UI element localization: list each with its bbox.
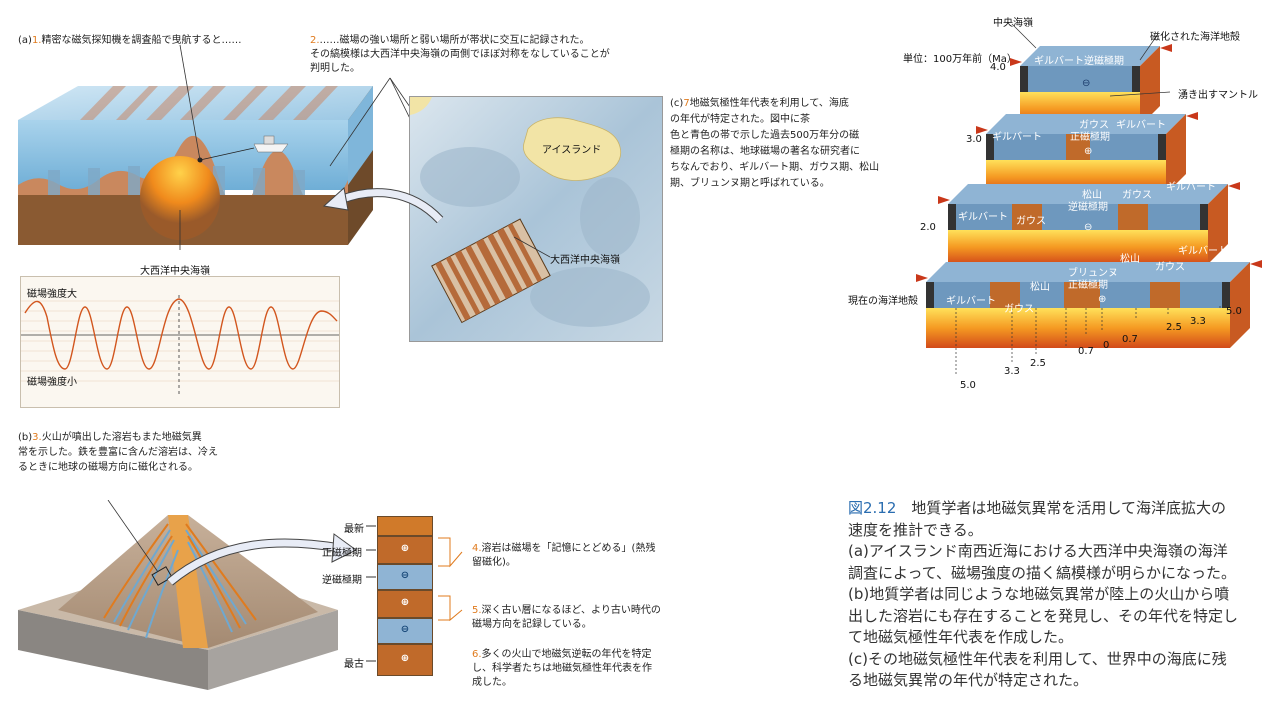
tick-25-left: 2.5 [1030,358,1046,369]
ridge-label-a: 大西洋中央海嶺 [140,266,210,277]
caption-line-1: 地質学者は地磁気異常を活用して海洋底拡大の [911,499,1226,517]
caption-line-7: て地磁気極性年代表を作成した。 [848,628,1074,646]
l2-normal: 正磁極期 [1070,132,1110,143]
legend-newest-label: 最新 [344,524,364,535]
l2-gilbert-left: ギルバート [992,132,1042,143]
step4-text: 4.溶岩は磁場を「記憶にとどめる」(熱残 留磁化)。 [472,543,656,568]
panel-b-text: (b)3.火山が噴出した溶岩もまた地磁気異 常を示した。鉄を豊富に含んだ溶岩は、… [18,432,218,473]
caption-line-8: (c)その地磁気極性年代表を利用して、世界中の海底に残 [848,649,1227,668]
legend-brackets [438,537,463,622]
legend-normal-label: 正磁極期 [322,548,362,559]
tick-25-right: 2.5 [1166,322,1182,333]
age-label-4: 4.0 [990,62,1006,73]
tick-5-left: 5.0 [960,380,976,391]
l4-gilbert-right: ギルバート [1178,246,1228,257]
legend-layer-newest [377,516,433,536]
step6-text: 6.多くの火山で地磁気逆転の年代を特定 し、科学者たちは地磁気極性年代表を作 成… [472,649,652,688]
legend-ticks [366,525,376,662]
l4-gauss-left: ガウス [1004,304,1034,315]
l4-brunhes: ブリュンヌ [1068,268,1118,279]
present-crust-label: 現在の海洋地殻 [848,296,918,307]
mantle-label: 湧き出すマントル [1178,90,1258,101]
panel-c-text: (c)7地磁気極性年代表を利用して、海底 の年代が特定された。図中に茶 色と青色… [670,98,880,189]
map-ridge-label: 大西洋中央海嶺 [550,255,620,266]
graph-top-label: 磁場強度大 [27,289,77,300]
legend-reverse-label: 逆磁極期 [322,575,362,586]
caption-line-6: 出した溶岩にも存在することを発見し、その年代を特定し [848,606,1239,625]
l3-minus: ⊖ [1084,222,1093,233]
ocean-block-diagram [18,86,373,250]
age-label-2: 2.0 [920,222,936,233]
step5-text: 5.深く古い層になるほど、より古い時代の 磁場方向を記録している。 [472,605,661,630]
caption-line-4: 調査によって、磁場強度の描く縞模様が明らかになった。 [848,563,1237,582]
legend-layer-normal-1: ⊕ [377,536,433,564]
tick-33-right: 3.3 [1190,316,1206,327]
arrow-volcano-to-legend [167,533,357,586]
tick-0: 0 [1103,340,1110,351]
l2-plus: ⊕ [1084,146,1093,157]
tick-33-left: 3.3 [1004,366,1020,377]
l1-minus: ⊖ [1082,78,1091,89]
step2-text: 2.……磁場の強い場所と弱い場所が帯状に交互に記録された。 その縞模様は大西洋中… [310,35,610,74]
l3-gilbert-right: ギルバート [1166,182,1216,193]
iceland-label: アイスランド [542,145,602,156]
legend-oldest-label: 最古 [344,659,364,670]
ridge-spreading-diagram [916,23,1262,376]
figure-caption: 図2.12 地質学者は地磁気異常を活用して海洋底拡大の 速度を推計できる。 (a… [848,498,1268,692]
caption-line-9: る地磁気異常の年代が特定された。 [848,671,1089,689]
caption-line-5: (b)地質学者は同じような地磁気異常が陸上の火山から噴 [848,585,1230,603]
l4-matsuyama-left: 松山 [1030,282,1050,293]
l2-gauss: ガウス [1079,120,1109,131]
crust-title-label: 磁化された海洋地殻 [1150,32,1240,43]
atlantic-map: アイスランド 大西洋中央海嶺 [409,96,663,342]
l4-normal: 正磁極期 [1068,280,1108,291]
l4-matsuyama-right: 松山 [1120,254,1140,265]
magnetic-graph: 磁場強度大 磁場強度小 [20,276,340,408]
unit-label: 単位：100万年前（Ma） [903,54,1017,65]
l4-gilbert-left: ギルバート [946,296,996,307]
l3-gilbert-left: ギルバート [958,212,1008,223]
l1-gilbert-rev: ギルバート逆磁極期 [1034,56,1124,67]
legend-layer-normal-3: ⊕ [377,644,433,676]
tick-07-left: 0.7 [1078,346,1094,357]
figure-number: 図2.12 [848,499,897,517]
l3-gauss-left: ガウス [1016,216,1046,227]
arrow-map-to-block [322,187,444,224]
step1-text: (a)1.精密な磁気探知機を調査船で曳航すると…… [18,35,242,46]
legend-layer-reverse-2: ⊖ [377,618,433,644]
tick-07-right: 0.7 [1122,334,1138,345]
l3-gauss-right: ガウス [1122,190,1152,201]
ridge-title-label: 中央海嶺 [993,18,1033,29]
l2-gilbert-right: ギルバート [1116,120,1166,131]
volcano-diagram [18,500,338,690]
l4-plus: ⊕ [1098,294,1107,305]
legend-layer-reverse-1: ⊖ [377,564,433,590]
graph-bottom-label: 磁場強度小 [27,377,77,388]
tick-5-right: 5.0 [1226,306,1242,317]
l3-reverse: 逆磁極期 [1068,202,1108,213]
caption-line-3: (a)アイスランド南西近海における大西洋中央海嶺の海洋 [848,542,1228,560]
caption-line-2: 速度を推計できる。 [848,520,983,539]
l4-gauss-right: ガウス [1155,262,1185,273]
legend-layer-normal-2: ⊕ [377,590,433,618]
l3-matsuyama: 松山 [1082,190,1102,201]
age-label-3: 3.0 [966,134,982,145]
